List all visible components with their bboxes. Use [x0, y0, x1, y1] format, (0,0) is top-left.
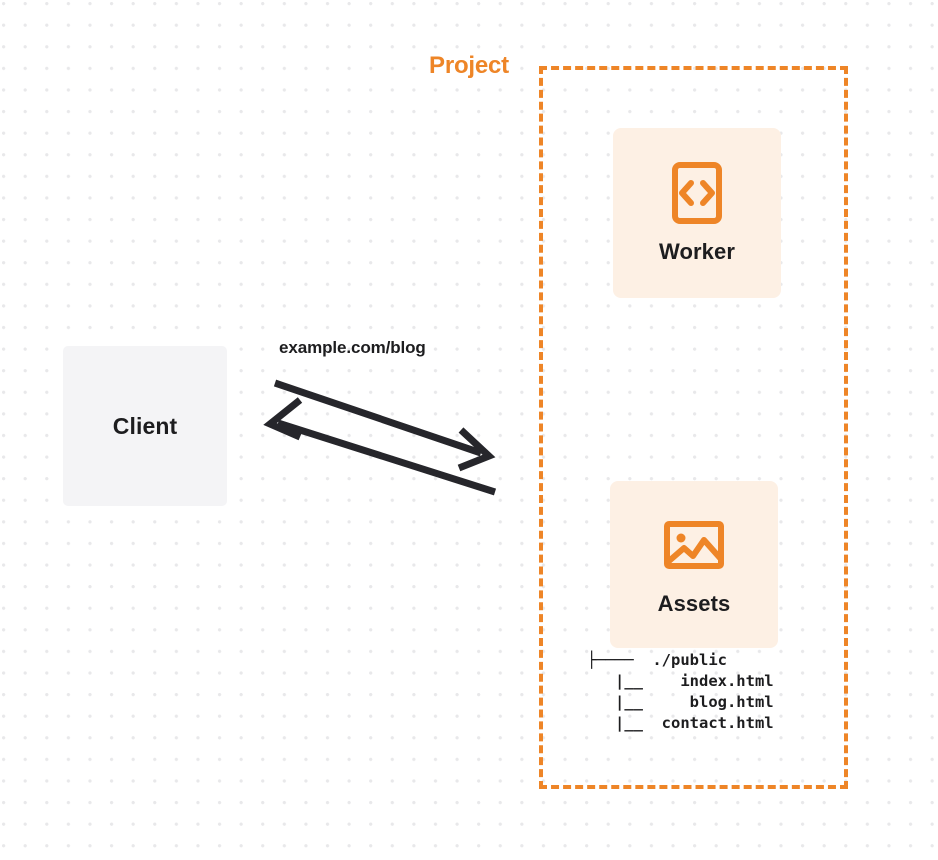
request-url-label: example.com/blog — [279, 338, 426, 357]
code-document-icon — [672, 162, 722, 224]
response-arrow — [263, 397, 497, 496]
client-label: Client — [112, 412, 178, 439]
project-title: Project — [422, 52, 516, 80]
client-node[interactable]: Client — [63, 346, 227, 506]
request-arrow — [273, 379, 496, 472]
asset-file-tree: ├──── ./public |__ index.html |__ blog.h… — [587, 651, 774, 732]
worker-node[interactable]: Worker — [613, 128, 781, 298]
assets-label: Assets — [657, 590, 731, 616]
assets-node[interactable]: Assets — [610, 481, 778, 648]
worker-label: Worker — [659, 239, 735, 264]
image-icon — [664, 520, 724, 569]
project-group — [539, 66, 848, 789]
